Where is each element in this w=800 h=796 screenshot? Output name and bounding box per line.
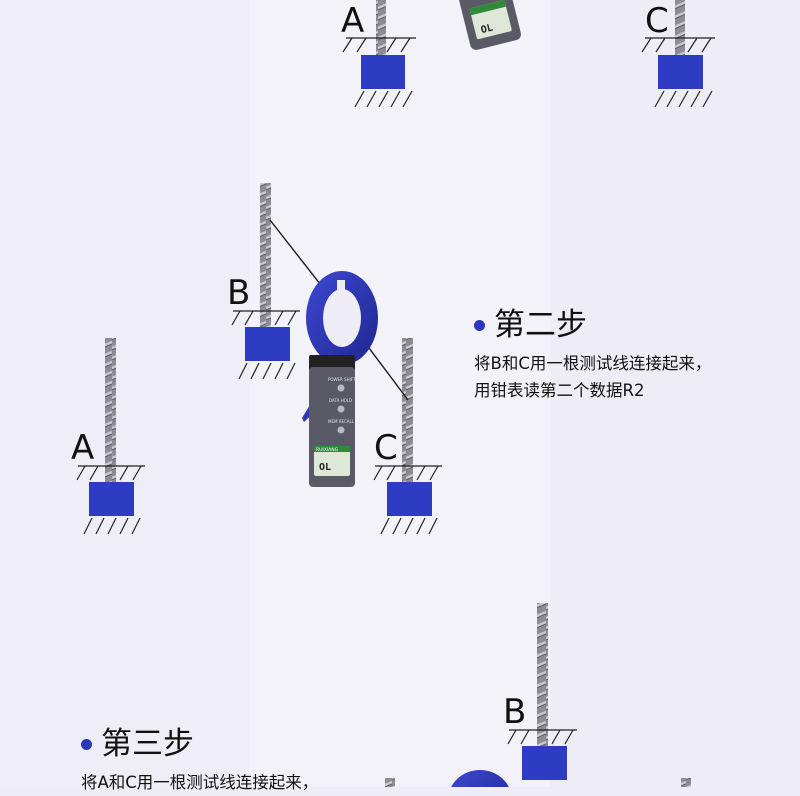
button-label-power: POWER SHIFT [328,377,356,382]
step-three-description: 将A和C用一根测试线连接起来， [81,769,318,796]
bullet-icon [81,739,92,750]
ground-rod-c [373,338,442,535]
ground-rod-c-top [641,0,715,108]
power-button-icon[interactable] [337,384,345,392]
step-three-line-1: 将A和C用一根测试线连接起来， [81,773,319,792]
brand-logo: RUIXIANG [316,447,339,453]
rod-label-c-top: C [645,1,669,41]
clamp-meter-top: OL [457,0,521,50]
step-two-description: 将B和C用一根测试线连接起来， 用钳表读第二个数据R2 [474,350,711,404]
ground-rod-a-top [342,0,416,108]
background-column-left [0,0,250,787]
ground-rod-b-bottom [507,603,577,780]
ground-rod-a [76,338,145,535]
rod-label-b: B [227,273,250,313]
button-label-hold: DATA HOLD [329,398,352,403]
button-label-recall: MEM RECALL [328,419,355,424]
background-column-middle [250,0,550,787]
rod-label-c: C [374,428,398,468]
step-two-title: 第二步 [494,307,587,343]
step-two: 第二步 将B和C用一根测试线连接起来， 用钳表读第二个数据R2 [474,310,711,404]
step-three: 第三步 将A和C用一根测试线连接起来， [81,729,318,796]
rod-label-a-top: A [341,1,364,41]
lcd-reading: OL [319,462,331,473]
rod-label-a: A [71,428,94,468]
step-two-heading: 第二步 [474,310,711,341]
clamp-meter: POWER SHIFT DATA HOLD MEM RECALL RUIXIAN… [302,271,378,487]
lcd-screen [314,446,350,476]
hold-button-icon[interactable] [337,405,345,413]
step-three-title: 第三步 [101,726,194,762]
recall-button-icon[interactable] [337,426,345,434]
step-three-heading: 第三步 [81,729,318,760]
step-two-line-1: 将B和C用一根测试线连接起来， [474,354,712,373]
rod-label-b-bottom: B [503,692,526,732]
ground-rod-partial [385,778,395,787]
ground-rod-b [231,183,300,380]
background-column-right [550,0,800,787]
lcd-reading-top: OL [480,23,494,37]
step-two-line-2: 用钳表读第二个数据R2 [474,381,645,400]
ground-rod-partial-right [681,778,691,787]
bullet-icon [474,320,485,331]
clamp-jaw-bottom [451,770,509,787]
